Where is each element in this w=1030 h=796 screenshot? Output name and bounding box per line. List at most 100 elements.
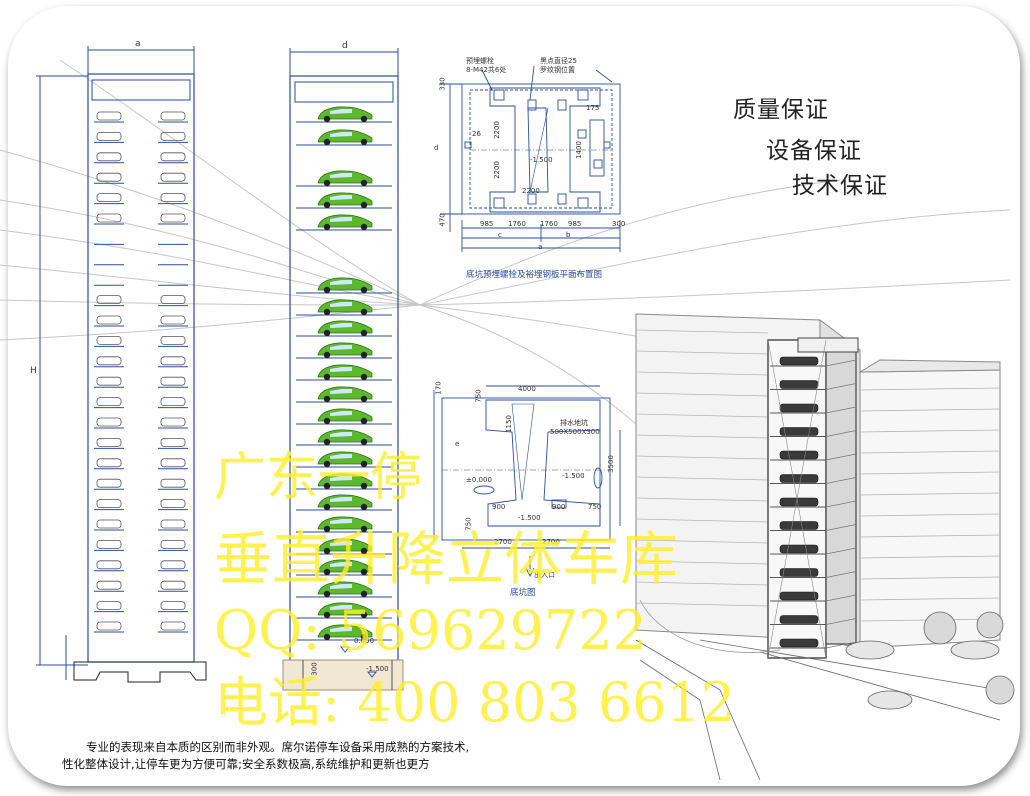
car-window bbox=[330, 541, 352, 546]
left-car-outline bbox=[160, 417, 186, 427]
left-car-outline bbox=[96, 335, 122, 345]
left-car-outline bbox=[96, 580, 122, 590]
car-wheel bbox=[360, 590, 368, 598]
car-wheel bbox=[323, 395, 331, 403]
left-car-outline bbox=[96, 397, 122, 407]
left-car-outline bbox=[96, 499, 122, 509]
pit-level-2: -1.500 bbox=[518, 514, 541, 522]
tower-brace bbox=[825, 571, 857, 578]
left-car-outline bbox=[96, 560, 122, 570]
building-floor-line bbox=[859, 450, 1001, 454]
building-floor-line bbox=[635, 434, 769, 439]
watermark-product: 垂直升降立体车库 bbox=[214, 525, 679, 593]
plan-dim-c: c bbox=[498, 231, 502, 239]
tower-brace bbox=[825, 547, 857, 555]
tower-brace bbox=[825, 383, 857, 390]
plan-dot-note-1: 黑点直径25 bbox=[540, 57, 577, 65]
tower-car bbox=[779, 568, 819, 577]
plan-dim-985a: 985 bbox=[480, 220, 494, 228]
pit-dim-1150: 1150 bbox=[504, 415, 513, 433]
car-wheel bbox=[323, 438, 331, 446]
plan-bolt-note-2: 8-M42共6处 bbox=[466, 66, 507, 74]
car-wheel bbox=[360, 611, 368, 619]
tower-car bbox=[779, 615, 819, 624]
building-floor-line bbox=[635, 371, 769, 376]
tower-car bbox=[779, 380, 819, 389]
right-elevation-drawing bbox=[282, 48, 404, 691]
left-car-outline bbox=[96, 478, 122, 488]
pit-dim-900a: 900 bbox=[492, 503, 506, 511]
watermark-company: 广东一停 bbox=[214, 448, 423, 508]
plan-bolt-note-1: 预埋螺栓 bbox=[466, 57, 494, 65]
plan-dim-1760b: 1760 bbox=[540, 220, 558, 228]
car-wheel bbox=[323, 590, 331, 598]
plan-dim-26: 26 bbox=[472, 130, 481, 138]
right-level-top: 0.050 bbox=[354, 637, 375, 645]
car-window bbox=[330, 584, 352, 589]
left-car-outline bbox=[160, 295, 186, 305]
plan-dim-d: d bbox=[434, 144, 439, 152]
building-floor-line bbox=[635, 413, 769, 418]
left-car-outline bbox=[96, 213, 122, 223]
car-wheel bbox=[360, 223, 368, 231]
building-floor-line bbox=[635, 560, 769, 565]
building-floor-line bbox=[859, 597, 1001, 601]
tower-car bbox=[779, 521, 819, 530]
plan-dim-2200b: 2200 bbox=[492, 161, 501, 179]
left-car-outline bbox=[160, 356, 186, 366]
left-car-outline bbox=[96, 458, 122, 468]
left-car-outline bbox=[96, 519, 122, 529]
building-floor-line bbox=[635, 329, 769, 334]
car-wheel bbox=[360, 138, 368, 146]
pit-dim-750b: 750 bbox=[588, 503, 602, 511]
left-car-outline bbox=[160, 478, 186, 488]
left-car-outline bbox=[96, 172, 122, 182]
plan-dim-a: a bbox=[538, 243, 543, 251]
car-wheel bbox=[360, 438, 368, 446]
car-window bbox=[330, 132, 352, 137]
car-window bbox=[330, 280, 352, 285]
building-floor-line bbox=[635, 392, 769, 397]
left-car-outline bbox=[160, 335, 186, 345]
plan-dim-2200c: 2200 bbox=[522, 187, 540, 195]
building-floor-line bbox=[635, 581, 769, 586]
slogan-equipment: 设备保证 bbox=[766, 138, 862, 164]
plan-dim-985b: 985 bbox=[568, 220, 582, 228]
plan-dim-1400: 1400 bbox=[574, 141, 583, 159]
plan-dim-175: 175 bbox=[586, 104, 600, 112]
building-floor-line bbox=[859, 492, 1001, 496]
car-window bbox=[330, 454, 352, 459]
tower-brace bbox=[825, 477, 857, 484]
plan-dim-300: 300 bbox=[612, 220, 626, 228]
car-wheel bbox=[323, 223, 331, 231]
tower-brace bbox=[825, 453, 857, 461]
decorative-swoosh-lines bbox=[0, 59, 1011, 561]
pit-dim-170: 170 bbox=[434, 381, 443, 395]
building-floor-line bbox=[635, 518, 769, 523]
left-car-outline bbox=[96, 417, 122, 427]
plan-caption: 底坑预埋螺栓及裕埋钢板平面布置图 bbox=[466, 270, 603, 280]
tower-car bbox=[779, 450, 819, 460]
right-elevation-levels bbox=[296, 106, 392, 641]
car-wheel bbox=[360, 482, 368, 490]
left-car-outline bbox=[96, 315, 122, 325]
left-car-outline bbox=[96, 601, 122, 610]
ground-plaza bbox=[635, 599, 1015, 781]
car-wheel bbox=[360, 179, 368, 187]
left-car-outline bbox=[160, 213, 186, 223]
building-floor-line bbox=[859, 576, 1001, 580]
pit-caption: 底坑图 bbox=[510, 588, 536, 598]
left-car-outline bbox=[96, 621, 122, 631]
pit-level-1: -1.500 bbox=[562, 472, 585, 480]
pit-sump: 排水地坑 bbox=[560, 419, 588, 427]
car-wheel bbox=[323, 611, 331, 619]
tower-brace bbox=[825, 430, 857, 437]
car-wheel bbox=[323, 460, 331, 468]
building-floor-line bbox=[859, 408, 1001, 412]
tower-brace bbox=[825, 524, 857, 531]
car-window bbox=[330, 302, 352, 307]
car-wheel bbox=[360, 115, 368, 123]
building-floor-line bbox=[859, 429, 1001, 433]
car-window bbox=[330, 432, 352, 437]
